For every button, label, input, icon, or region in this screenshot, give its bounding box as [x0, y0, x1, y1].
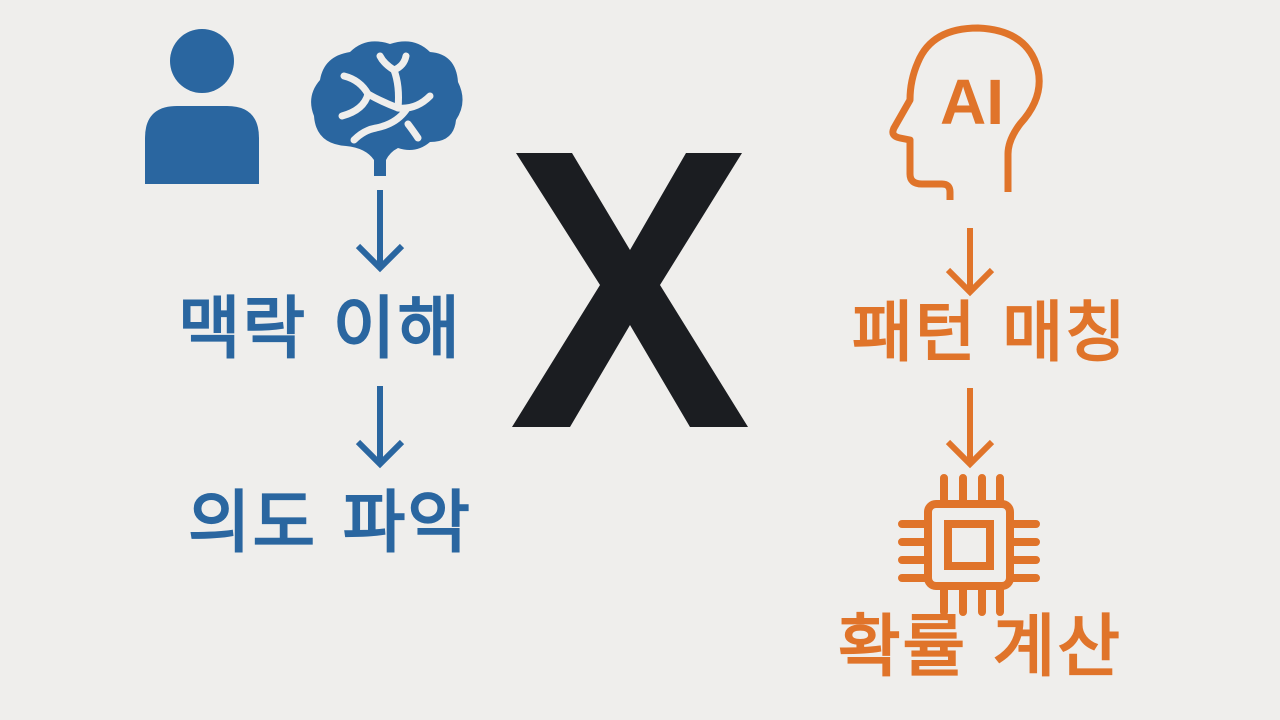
arrow-down-icon [945, 228, 995, 297]
step-probability-calc: 확률 계산 [838, 608, 1122, 687]
person-icon [145, 29, 259, 184]
step-context-understanding: 맥락 이해 [178, 290, 462, 369]
step-intent-grasp: 의도 파악 [188, 484, 472, 563]
step-pattern-matching: 패턴 매칭 [852, 294, 1128, 371]
brain-icon [311, 41, 463, 176]
ai-head-label: AI [940, 66, 1004, 138]
chip-icon [898, 474, 1040, 616]
arrow-down-icon [355, 386, 405, 469]
ai-head-icon: AI [889, 24, 1043, 200]
cross-symbol [512, 153, 748, 427]
arrow-down-icon [355, 190, 405, 273]
arrow-down-icon [945, 388, 995, 469]
